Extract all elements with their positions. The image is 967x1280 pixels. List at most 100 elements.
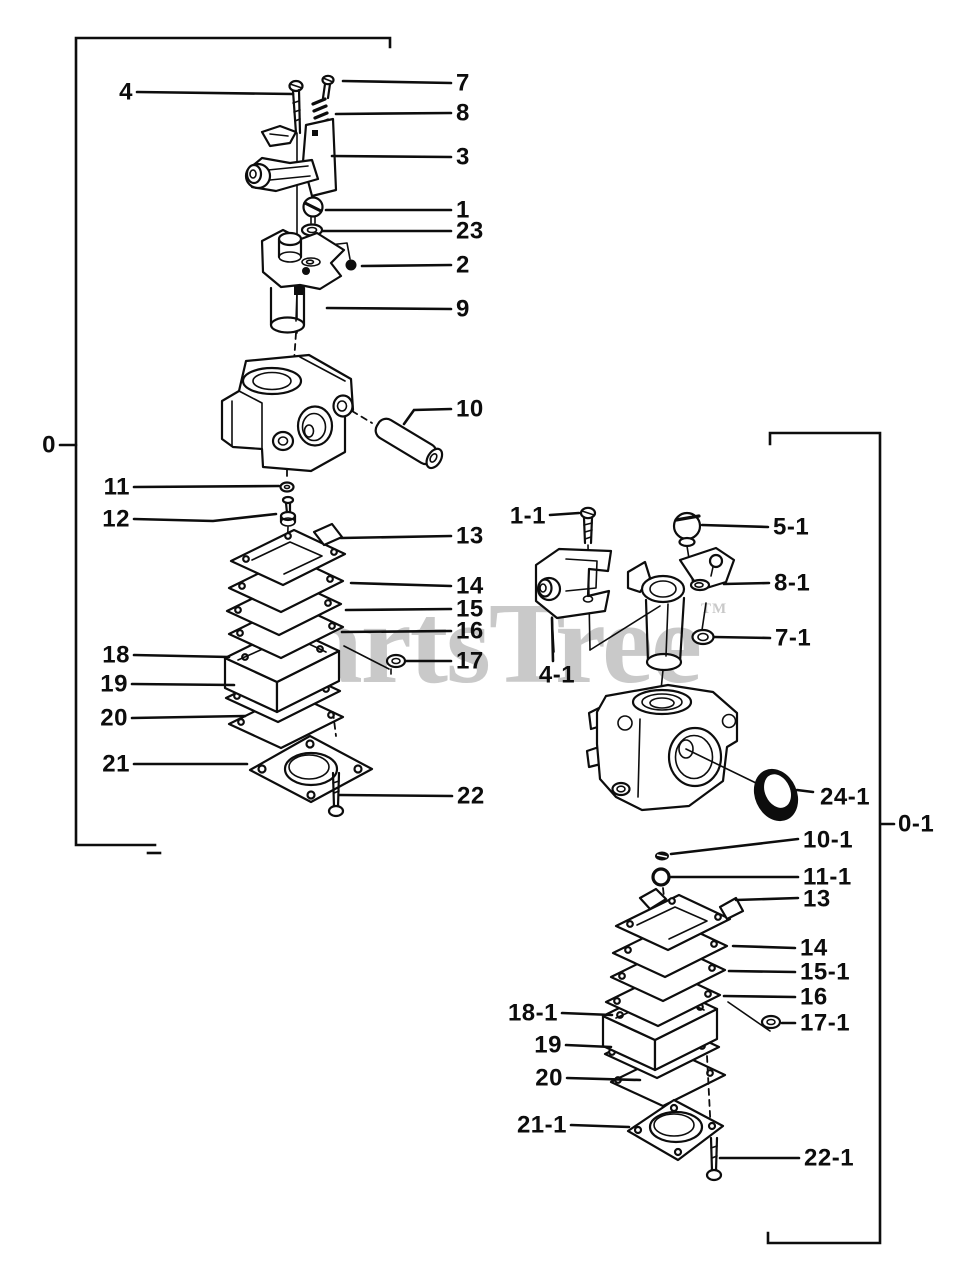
plug-10-1-part bbox=[655, 851, 669, 861]
leader-line-18 bbox=[132, 653, 231, 659]
leader-line-7-1 bbox=[712, 635, 772, 640]
callout-label-13: 13 bbox=[456, 523, 484, 550]
leader-line-16 bbox=[722, 994, 797, 999]
callout-label-19: 19 bbox=[100, 671, 128, 698]
callout-label-0-1: 0-1 bbox=[898, 811, 934, 838]
callout-label-15: 15 bbox=[456, 596, 484, 623]
callout-label-7-1: 7-1 bbox=[775, 625, 811, 652]
callout-label-16: 16 bbox=[800, 984, 828, 1011]
upper-body-8-1-part bbox=[626, 546, 736, 701]
bracket-4-1-part bbox=[534, 547, 613, 653]
callout-label-9: 9 bbox=[456, 296, 470, 323]
callout-label-24-1: 24-1 bbox=[820, 784, 870, 811]
leader-line-10-1 bbox=[669, 837, 800, 856]
leader-line-14 bbox=[349, 581, 453, 588]
leader-line-19 bbox=[564, 1043, 613, 1049]
callout-label-4-1: 4-1 bbox=[539, 662, 575, 689]
callout-label-1: 1 bbox=[456, 197, 470, 224]
leader-line-18-1 bbox=[560, 1011, 614, 1017]
callout-label-8-1: 8-1 bbox=[774, 570, 810, 597]
callout-label-19: 19 bbox=[534, 1032, 562, 1059]
leader-line-15-1 bbox=[727, 969, 797, 974]
callout-label-20: 20 bbox=[100, 705, 128, 732]
screw-7-part bbox=[321, 74, 335, 100]
leader-line-10 bbox=[402, 407, 453, 426]
callout-label-8: 8 bbox=[456, 100, 470, 127]
leader-line-13 bbox=[734, 896, 800, 902]
leader-line-8-1 bbox=[722, 581, 771, 586]
callout-label-1-1: 1-1 bbox=[510, 503, 546, 530]
callout-label-12: 12 bbox=[102, 506, 130, 533]
plate-stack-left bbox=[223, 522, 347, 750]
leader-line-11 bbox=[132, 484, 281, 489]
pump-body-9-part bbox=[260, 228, 346, 334]
leader-line-1-1 bbox=[548, 511, 581, 517]
callout-label-16: 16 bbox=[456, 618, 484, 645]
callout-label-17: 17 bbox=[456, 648, 484, 675]
plate-stack-right bbox=[601, 887, 745, 1135]
right-assembly bbox=[534, 506, 799, 1182]
leader-line-22 bbox=[338, 793, 454, 798]
bracket-3-part bbox=[244, 117, 338, 198]
nut-7-1-part bbox=[691, 628, 715, 646]
leader-line-4-1 bbox=[550, 616, 555, 663]
callout-label-18: 18 bbox=[102, 642, 130, 669]
callout-label-17-1: 17-1 bbox=[800, 1010, 850, 1037]
gasket-21-part bbox=[248, 734, 374, 804]
group-bracket-0 bbox=[74, 36, 392, 855]
callout-label-20: 20 bbox=[535, 1065, 563, 1092]
carburetor-body-left-part bbox=[220, 353, 355, 482]
callout-label-3: 3 bbox=[456, 144, 470, 171]
leader-line-8 bbox=[334, 111, 453, 116]
leader-line-20 bbox=[565, 1076, 642, 1082]
callout-label-10-1: 10-1 bbox=[803, 827, 853, 854]
screw-5-1-part bbox=[672, 511, 702, 585]
leader-line-7 bbox=[341, 79, 453, 85]
leader-line-2 bbox=[360, 263, 453, 268]
callout-label-23: 23 bbox=[456, 218, 484, 245]
leader-line-20 bbox=[130, 714, 247, 720]
o-ring-11-part bbox=[279, 481, 295, 493]
callout-label-14: 14 bbox=[800, 935, 828, 962]
carburetor-body-right-part bbox=[585, 683, 757, 812]
callout-label-10: 10 bbox=[456, 396, 484, 423]
callout-label-21-1: 21-1 bbox=[517, 1112, 567, 1139]
gasket-21-1-part bbox=[626, 1098, 725, 1162]
callout-label-0: 0 bbox=[42, 432, 56, 459]
leader-line-21-1 bbox=[569, 1123, 631, 1129]
callout-label-5-1: 5-1 bbox=[773, 514, 809, 541]
leader-line-9 bbox=[325, 306, 453, 311]
leader-line-4 bbox=[135, 90, 295, 96]
leader-line-3 bbox=[330, 154, 453, 159]
callout-label-7: 7 bbox=[456, 70, 470, 97]
pin-10-part bbox=[351, 410, 444, 470]
leader-line-24-1 bbox=[795, 788, 815, 794]
gasket-13-right-part bbox=[614, 887, 745, 952]
leader-line-5-1 bbox=[700, 523, 770, 529]
left-assembly bbox=[220, 74, 444, 818]
leader-line-19 bbox=[130, 682, 236, 687]
callout-label-13: 13 bbox=[803, 886, 831, 913]
screw-22-1-part bbox=[705, 1136, 723, 1182]
callout-label-21: 21 bbox=[102, 751, 130, 778]
callout-label-18-1: 18-1 bbox=[508, 1000, 558, 1027]
callout-label-11-1: 11-1 bbox=[803, 864, 852, 891]
callout-label-2: 2 bbox=[456, 252, 470, 279]
callout-label-4: 4 bbox=[119, 79, 133, 106]
callout-label-15-1: 15-1 bbox=[800, 959, 850, 986]
nut-17-1-part bbox=[727, 1001, 782, 1032]
callout-label-14: 14 bbox=[456, 573, 484, 600]
callout-label-11: 11 bbox=[104, 474, 130, 501]
leader-line-14 bbox=[731, 944, 797, 950]
callout-label-22: 22 bbox=[457, 783, 485, 810]
screw-1-part bbox=[302, 196, 324, 224]
gasket-13-part bbox=[229, 522, 347, 587]
leader-line-15 bbox=[344, 607, 453, 612]
leader-line-13 bbox=[339, 534, 453, 540]
screw-22-part bbox=[327, 771, 345, 818]
leader-line-12 bbox=[132, 512, 278, 523]
watermark-tm-icon: TM bbox=[701, 601, 727, 617]
callout-label-22-1: 22-1 bbox=[804, 1145, 854, 1172]
